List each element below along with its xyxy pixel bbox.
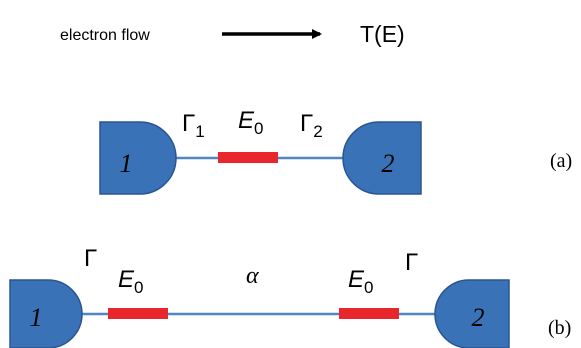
site-left-b — [108, 308, 168, 319]
panel-b: 1 2 Γ E0 α E0 Γ (b) — [9, 245, 571, 348]
panel-b-label: (b) — [548, 317, 571, 339]
site-a — [218, 152, 278, 163]
gamma-2-label: Γ2 — [300, 110, 323, 141]
e0-right-label-b: E0 — [348, 266, 373, 297]
gamma-left-label-b: Γ — [84, 245, 97, 272]
transmission-label: T(E) — [360, 21, 405, 47]
lead-2-b — [434, 279, 510, 348]
gamma-right-label-b: Γ — [405, 249, 418, 276]
site-right-b — [339, 308, 399, 319]
lead-1-b — [9, 279, 83, 348]
e0-left-label-b: E0 — [118, 266, 143, 297]
lead-2-b-label: 2 — [472, 303, 485, 332]
electron-flow-label: electron flow — [60, 27, 150, 44]
gamma-1-label: Γ1 — [182, 110, 205, 141]
lead-1-b-label: 1 — [30, 303, 43, 332]
lead-2-a — [342, 121, 422, 195]
lead-1-a-label: 1 — [120, 149, 133, 178]
panel-a-label: (a) — [550, 150, 572, 172]
lead-1-a — [99, 121, 177, 195]
alpha-label: α — [246, 263, 259, 289]
panel-a: 1 2 Γ1 E0 Γ2 (a) — [99, 107, 572, 195]
lead-2-a-label: 2 — [382, 149, 395, 178]
e0-label-a: E0 — [238, 107, 263, 138]
